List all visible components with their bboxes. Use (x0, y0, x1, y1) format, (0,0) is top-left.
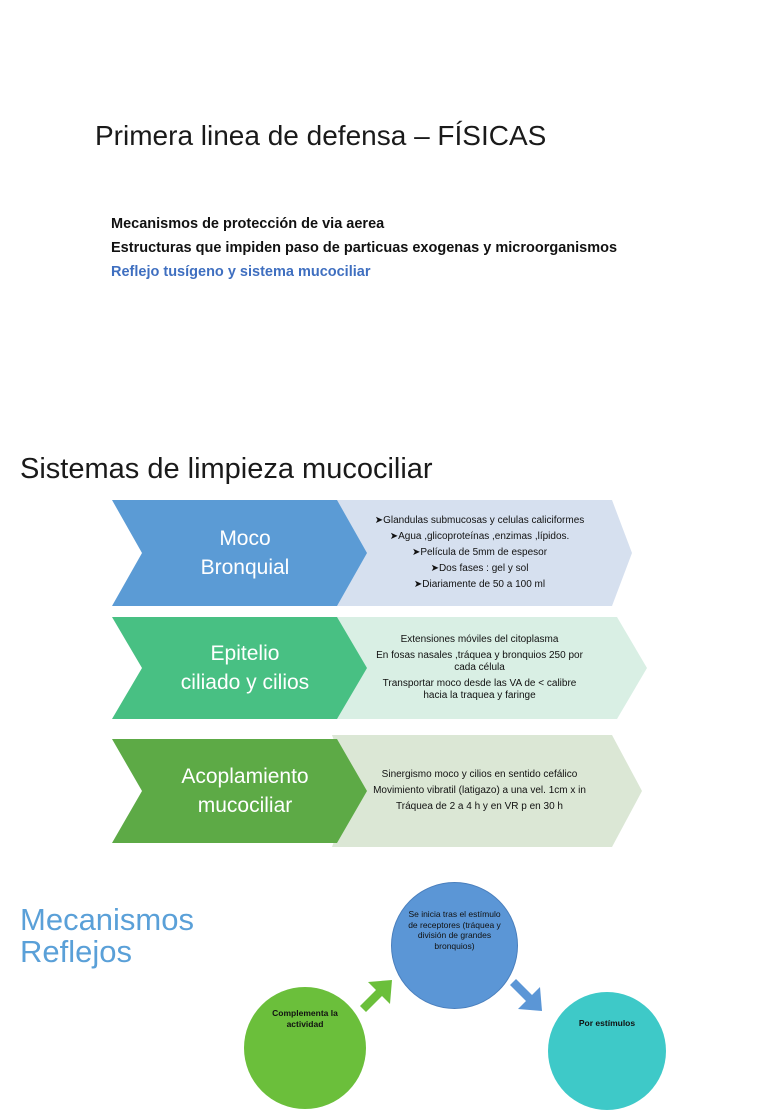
details-chevron (332, 617, 647, 719)
chevron-shapes (112, 735, 642, 847)
title-line: Mecanismos (20, 902, 194, 937)
mucociliar-row-epitelio: Epitelio ciliado y cilios Extensiones mó… (112, 617, 652, 719)
label-chevron (112, 617, 367, 719)
defense-bullet-list: Mecanismos de protección de via aerea Es… (111, 212, 617, 284)
row-label: Moco Bronquial (200, 527, 290, 579)
detail-item: Movimiento vibratil (latigazo) a una vel… (373, 785, 586, 796)
arrow-up-right-icon (360, 980, 392, 1012)
detail-item: Extensiones móviles del citoplasma (400, 634, 559, 645)
reflex-circle-stimulus: Por estímulos (548, 992, 666, 1110)
reflex-circle-complement: Complementa la actividad (244, 987, 366, 1109)
detail-item: Tráquea de 2 a 4 h y en VR p en 30 h (396, 801, 563, 812)
mucociliar-row-acoplamiento: Acoplamiento mucociliar Sinergismo moco … (112, 735, 652, 847)
reflex-circle-start: Se inicia tras el estímulo de receptores… (391, 882, 518, 1009)
row-label: Acoplamiento mucociliar (181, 765, 309, 817)
detail-item: En fosas nasales ,tráquea y bronquios 25… (376, 650, 583, 673)
detail-item: ➤Dos fases : gel y sol (430, 563, 529, 574)
details-chevron (332, 735, 642, 847)
bullet-line: Mecanismos de protección de via aerea (111, 216, 385, 232)
label-chevron (112, 739, 367, 843)
detail-item: Transportar moco desde las VA de < calib… (382, 678, 577, 701)
label-chevron (112, 500, 367, 606)
row-label: Epitelio ciliado y cilios (180, 642, 310, 694)
slide-title-mecanismos-reflejos: Mecanismos Reflejos (20, 904, 194, 968)
chevron-shapes (112, 617, 647, 719)
mucociliar-row-moco: Moco Bronquial ➤Glandulas submucosas y c… (112, 500, 652, 606)
slide-title-primera-linea: Primera linea de defensa – FÍSICAS (95, 120, 547, 151)
chevron-shapes (112, 500, 632, 606)
detail-item: ➤Agua ,glicoproteínas ,enzimas ,lípidos. (389, 531, 570, 542)
detail-item: ➤Diariamente de 50 a 100 ml (413, 579, 546, 590)
row-details: Sinergismo moco y cilios en sentido cefá… (372, 735, 587, 847)
row-details: Extensiones móviles del citoplasma En fo… (372, 617, 587, 719)
details-chevron (332, 500, 632, 606)
title-line: Reflejos (20, 934, 132, 969)
row-details: ➤Glandulas submucosas y celulas calicifo… (372, 500, 587, 606)
detail-item: ➤Glandulas submucosas y celulas calicifo… (374, 515, 585, 526)
detail-item: Sinergismo moco y cilios en sentido cefá… (381, 769, 578, 780)
slide-title-limpieza-mucociliar: Sistemas de limpieza mucociliar (20, 453, 433, 485)
bullet-line: Estructuras que impiden paso de particua… (111, 240, 618, 256)
detail-item: ➤Película de 5mm de espesor (411, 547, 548, 558)
arrow-down-right-icon (510, 979, 542, 1011)
bullet-line-accent: Reflejo tusígeno y sistema mucociliar (111, 264, 371, 280)
